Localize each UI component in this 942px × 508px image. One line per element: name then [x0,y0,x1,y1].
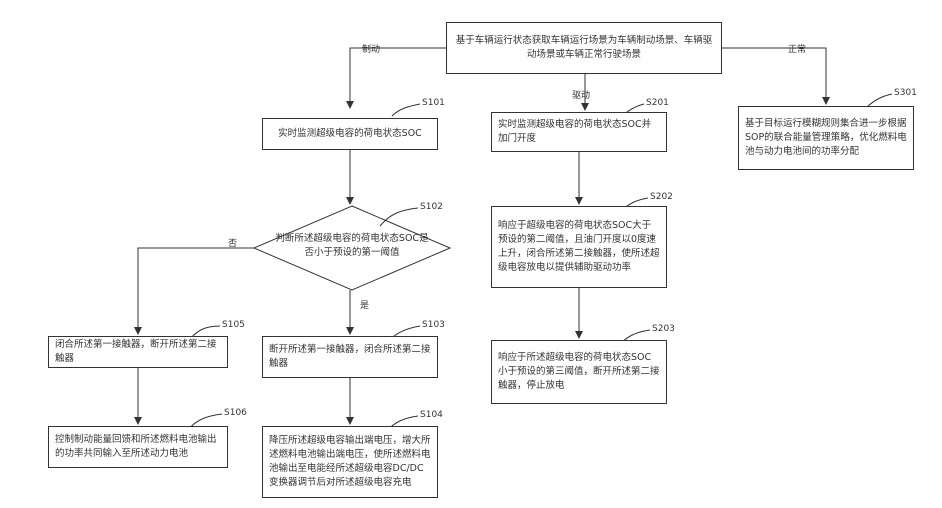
step-number-s202: S202 [650,192,673,202]
step-number-s106: S106 [224,408,247,418]
step-box-s201: 实时监测超级电容的荷电状态SOC并加门开度 [491,112,667,152]
step-number-s102: S102 [420,202,443,212]
step-number-s104: S104 [420,410,443,420]
scenario-box: 基于车辆运行状态获取车辆运行场景为车辆制动场景、车辆驱动场景或车辆正常行驶场景 [446,22,722,74]
branch-label-drive: 驱动 [572,88,590,101]
step-box-s202: 响应于超级电容的荷电状态SOC大于预设的第二阈值，且油门开度以0度速上升，闭合所… [491,206,667,288]
arrow-to-normal-branch [722,48,826,104]
step-number-s103: S103 [422,320,445,330]
decision-yes-label: 是 [360,298,369,311]
decision-no-label: 否 [228,236,237,249]
step-box-s105: 闭合所述第一接触器，断开所述第二接触器 [48,336,228,368]
branch-label-normal: 正常 [788,42,806,55]
step-box-s103: 断开所述第一接触器，闭合所述第二接触器 [262,336,438,378]
step-box-s301: 基于目标运行模糊规则集合进一步根据SOP的联合能量管理策略，优化燃料电池与动力电… [738,106,914,170]
branch-label-brake: 制动 [362,42,380,55]
step-number-s101: S101 [422,98,445,108]
step-box-s203: 响应于所述超级电容的荷电状态SOC小于预设的第三阈值，断开所述第二接触器，停止放… [491,340,667,404]
decision-text-s102: 判断所述超级电容的荷电状态SOC是否小于预设的第一阈值 [272,232,432,261]
step-box-s106: 控制制动能量回馈和所述燃料电池输出的功率共同输入至所述动力电池 [48,426,228,468]
step-box-s104: 降压所述超级电容输出端电压，增大所述燃料电池输出端电压，使所述燃料电池输出至电能… [262,426,438,498]
step-number-s105: S105 [222,320,245,330]
step-number-s301: S301 [894,88,917,98]
step-box-s101: 实时监测超级电容的荷电状态SOC [262,118,438,150]
leader-s101 [392,104,420,116]
step-number-s203: S203 [652,324,675,334]
step-number-s201: S201 [646,98,669,108]
